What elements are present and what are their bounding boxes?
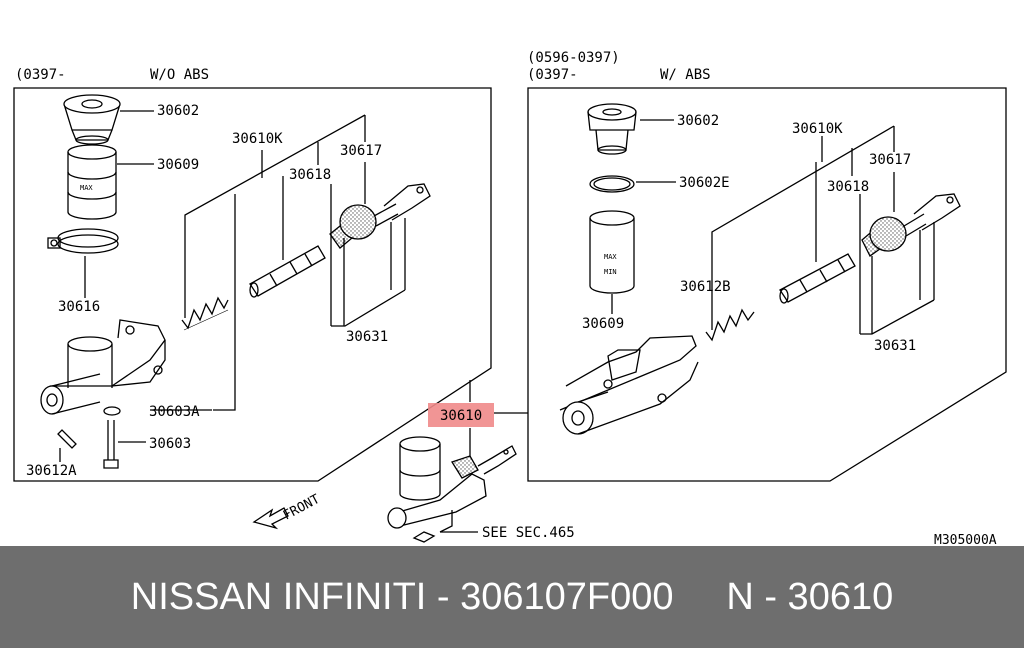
part-highlight-30610 (428, 403, 494, 427)
reservoir-max-mark: MAX (80, 184, 93, 192)
label-30618-right: 30618 (827, 179, 869, 195)
label-30616-left: 30616 (58, 299, 100, 315)
footer-part-number: 306107F000 (460, 576, 674, 618)
label-30602-right: 30602 (677, 113, 719, 129)
label-30631-left: 30631 (346, 329, 388, 345)
footer-separator: - (426, 576, 461, 618)
front-label: FRONT (281, 492, 323, 524)
label-30609-left: 30609 (157, 157, 199, 173)
left-header-variant: W/O ABS (150, 67, 209, 83)
master-cylinder-assembly (387, 436, 517, 543)
reservoir-body-30609: MAX (67, 144, 117, 220)
bolt-30603 (103, 420, 119, 469)
reservoir-cap-right (587, 103, 637, 155)
label-30617-left: 30617 (340, 143, 382, 159)
reservoir-min-mark-right: MIN (604, 268, 617, 276)
right-panel-frame (527, 87, 1007, 482)
see-section-ref: SEE SEC.465 (482, 525, 575, 541)
footer-caption: NISSAN INFINITI - 306107F000 N - 30610 (0, 546, 1024, 648)
reservoir-cap-30602 (63, 94, 121, 145)
footer-brand: NISSAN INFINITI (130, 576, 427, 618)
label-30610K-right: 30610K (792, 121, 843, 137)
reservoir-body-right: MAX MIN (589, 210, 635, 294)
parts-diagram: (0397- W/O ABS MAX (13, 50, 1007, 548)
label-30602E-right: 30602E (679, 175, 730, 191)
right-header-date-1: (0596-0397) (527, 50, 620, 66)
footer-gap (674, 576, 727, 618)
label-30610K-left: 30610K (232, 131, 283, 147)
left-panel-frame (13, 87, 492, 482)
left-header-date: (0397- (15, 67, 66, 83)
master-cylinder-body-right (559, 335, 699, 435)
label-30610-highlight: 30610 (440, 408, 482, 424)
label-30603A-left: 30603A (149, 404, 200, 420)
label-30631-right: 30631 (874, 338, 916, 354)
bleeder-30612A (57, 429, 77, 462)
piston-rod-right (779, 253, 856, 304)
hose-clamp-30616 (47, 228, 119, 254)
boot-and-clevis-left (329, 183, 431, 249)
label-30602-left: 30602 (157, 103, 199, 119)
footer-banner: NISSAN INFINITI - 306107F000 N - 30610 (0, 546, 1024, 648)
return-spring-left (181, 296, 229, 331)
piston-rod-left (249, 245, 326, 298)
right-header-date-2: (0397- (527, 67, 578, 83)
reservoir-max-mark-right: MAX (604, 253, 617, 261)
boot-and-clevis-right (861, 193, 961, 257)
master-cylinder-body (40, 319, 166, 415)
right-header-variant: W/ ABS (660, 67, 711, 83)
label-30603-left: 30603 (149, 436, 191, 452)
footer-ref: N - 30610 (726, 576, 894, 618)
label-30612B-right: 30612B (680, 279, 731, 295)
front-arrow-icon (252, 507, 289, 530)
o-ring-30602E (589, 175, 635, 193)
label-30612A-left: 30612A (26, 463, 77, 479)
label-30617-right: 30617 (869, 152, 911, 168)
label-30618-left: 30618 (289, 167, 331, 183)
figure-code: M305000A (934, 533, 997, 546)
label-30609-right: 30609 (582, 316, 624, 332)
return-spring-right (705, 308, 755, 342)
